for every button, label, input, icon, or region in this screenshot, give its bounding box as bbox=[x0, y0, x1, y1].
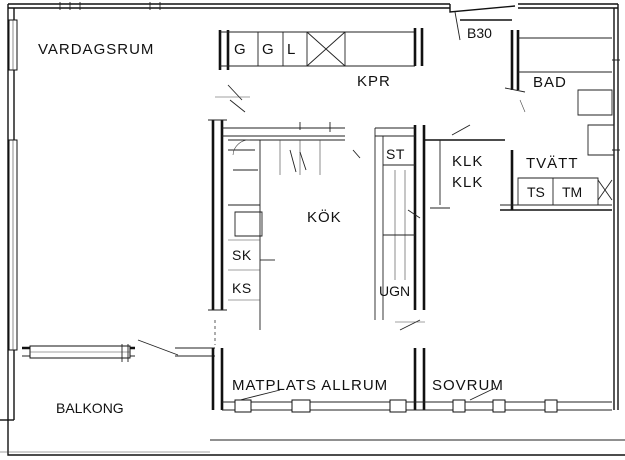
outer-walls bbox=[0, 3, 625, 456]
fixture-label-st: ST bbox=[386, 146, 405, 162]
fixture-label-ks: KS bbox=[232, 280, 252, 296]
room-label-vardagsrum: VARDAGSRUM bbox=[38, 41, 154, 58]
room-label-tvatt: TVÄTT bbox=[526, 155, 579, 172]
room-label-kok: KÖK bbox=[307, 208, 342, 226]
room-label-klk-2: KLK bbox=[452, 174, 483, 191]
windows bbox=[8, 2, 620, 351]
fixture-label-g-2: G bbox=[262, 41, 275, 58]
fixture-label-tm: TM bbox=[562, 184, 582, 200]
fixture-label-l: L bbox=[287, 41, 296, 58]
room-label-kpr: KPR bbox=[357, 73, 391, 90]
room-label-balkong: BALKONG bbox=[56, 400, 124, 416]
room-label-klk-1: KLK bbox=[452, 153, 483, 170]
interior-walls bbox=[22, 11, 615, 413]
room-label-sovrum: SOVRUM bbox=[432, 377, 504, 394]
fixture-label-g-1: G bbox=[234, 41, 247, 58]
fixture-label-ts: TS bbox=[527, 184, 545, 200]
fixture-label-ugn: UGN bbox=[379, 283, 410, 299]
fixture-label-sk: SK bbox=[232, 247, 252, 263]
fixture-label-b30: B30 bbox=[467, 25, 492, 41]
room-label-bad: BAD bbox=[533, 74, 567, 91]
room-label-matplats-allrum: MATPLATS ALLRUM bbox=[232, 377, 388, 394]
